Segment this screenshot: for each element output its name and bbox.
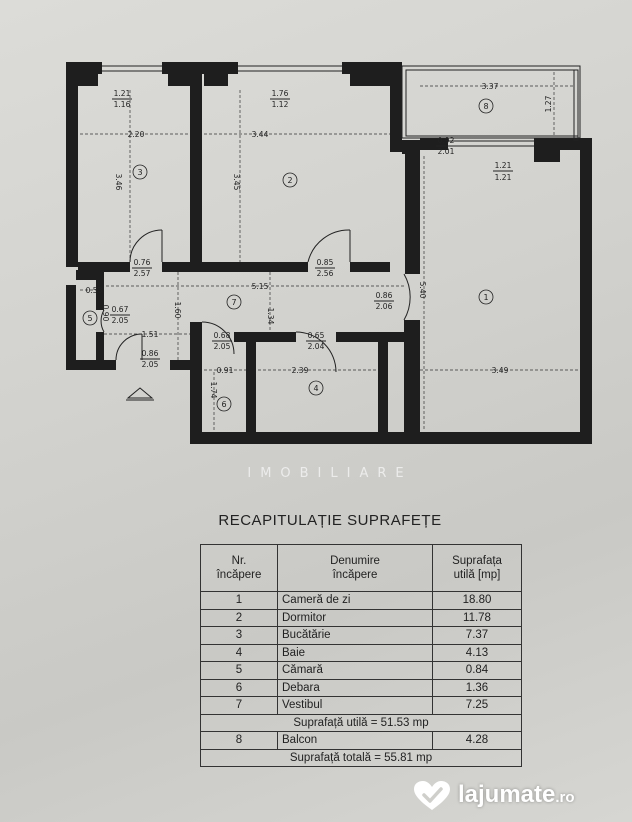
door-living-width: 0.86 [376, 291, 393, 300]
room-7-number: 7 [231, 298, 236, 307]
table-row: 6 Debara 1.36 [200, 678, 522, 697]
pantry-width-label: 0.53 [86, 286, 103, 295]
balcony-row: 8 Balcon 4.28 [200, 731, 522, 750]
room-numbers: 1 2 3 4 5 6 7 8 [82, 98, 494, 412]
table-header-row: Nr. încăpere Denumire încăpere Suprafața… [200, 544, 522, 592]
vestibule-width2-label: 1.51 [142, 330, 159, 339]
entrance-marker [126, 387, 154, 399]
dimension-lines [80, 72, 578, 430]
table-row: 3 Bucătărie 7.37 [200, 626, 522, 645]
door-bedroom-width: 0.85 [317, 258, 334, 267]
brand-name: lajumate.ro [458, 781, 575, 808]
balcony-width-label: 3.37 [482, 82, 499, 91]
grand-total-row: Suprafață totală = 55.81 mp [200, 748, 522, 767]
vestibule-width-label: 5.15 [252, 282, 269, 291]
door-bath-height: 2.04 [308, 342, 325, 351]
summary-title: RECAPITULAȚIE SUPRAFEȚE [218, 512, 442, 529]
brand-logo[interactable]: lajumate.ro [412, 776, 627, 816]
door-closet-width: 0.68 [214, 331, 231, 340]
table-row: 2 Dormitor 11.78 [200, 608, 522, 627]
bath-length-label: 1.34 [266, 308, 275, 325]
door-balcony-width: 0.92 [438, 136, 455, 145]
floor-plan-drawing: 1.21 1.16 1.76 1.12 1.21 1.21 2.20 3.44 … [66, 62, 592, 444]
balcony-depth-label: 1.27 [544, 95, 553, 112]
door-entry-height: 2.05 [142, 360, 159, 369]
room-3-number: 3 [137, 168, 142, 177]
closet-width-label: 0.91 [217, 366, 234, 375]
door-bath-width: 0.65 [308, 331, 325, 340]
pantry-length-label: 1.60 [173, 302, 182, 319]
door-bedroom-height: 2.56 [317, 269, 334, 278]
room2-width-label: 3.44 [252, 130, 269, 139]
table-row: 5 Cămară 0.84 [200, 661, 522, 680]
table-row: 7 Vestibul 7.25 [200, 696, 522, 715]
table-row: 4 Baie 4.13 [200, 643, 522, 662]
door-kitchen-height: 2.57 [134, 269, 151, 278]
balcony-outline [401, 65, 581, 141]
room-6-number: 6 [221, 400, 226, 409]
door-balcony-height: 2.01 [438, 147, 455, 156]
bath-width-label: 2.39 [292, 366, 309, 375]
door-closet-height: 2.05 [214, 342, 231, 351]
header-room-number: Nr. încăpere [200, 544, 278, 592]
room2-window-height: 1.12 [272, 100, 289, 109]
room-2-number: 2 [287, 176, 292, 185]
room3-window-height: 1.16 [114, 100, 131, 109]
room3-length-label: 3.46 [114, 174, 123, 191]
room1-length-label: 5.40 [418, 282, 427, 299]
room2-length-label: 3.45 [232, 174, 241, 191]
room2-window-width: 1.76 [272, 89, 289, 98]
room-4-number: 4 [313, 384, 318, 393]
useful-total-row: Suprafață utilă = 51.53 mp [200, 713, 522, 732]
door-pantry-width: 0.67 [112, 305, 129, 314]
room1-width-label: 3.49 [492, 366, 509, 375]
header-room-name: Denumire încăpere [277, 544, 433, 592]
room-5-number: 5 [87, 314, 92, 323]
watermark-text: IMOBILIARE [247, 466, 413, 481]
door-kitchen-width: 0.76 [134, 258, 151, 267]
door-living-height: 2.06 [376, 302, 393, 311]
room-8-number: 8 [483, 102, 488, 111]
walls [66, 62, 592, 444]
pantry-door-small: 0.90 [101, 305, 110, 322]
room1-window-width: 1.21 [495, 161, 512, 170]
door-swings [100, 229, 411, 373]
door-pantry-height: 2.05 [112, 316, 129, 325]
room3-width-label: 2.20 [128, 130, 145, 139]
room1-window-height: 1.21 [495, 173, 512, 182]
door-entry-width: 0.86 [142, 349, 159, 358]
dimension-labels: 1.21 1.16 1.76 1.12 1.21 1.21 2.20 3.44 … [86, 82, 553, 399]
header-room-area: Suprafața utilă [mp] [432, 544, 522, 592]
area-summary-table: Nr. încăpere Denumire încăpere Suprafața… [200, 544, 522, 767]
room-1-number: 1 [483, 293, 488, 302]
table-row: 1 Cameră de zi 18.80 [200, 591, 522, 610]
closet-length-label: 1.74 [209, 382, 218, 399]
room3-window-width: 1.21 [114, 89, 131, 98]
heart-check-icon [414, 781, 450, 810]
